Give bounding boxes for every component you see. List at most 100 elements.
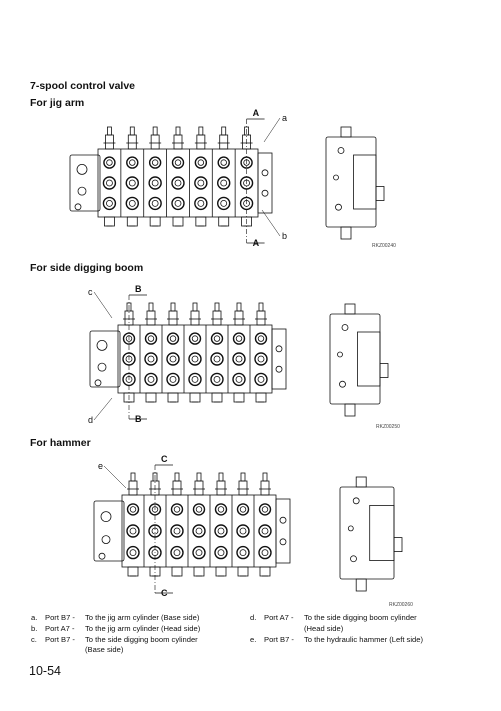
spool-port-inner xyxy=(235,355,243,363)
spool-port xyxy=(188,352,202,366)
inlet-port xyxy=(100,511,112,522)
spool-cap xyxy=(149,216,161,227)
spool-actuator xyxy=(219,134,229,150)
spool-port xyxy=(258,545,272,560)
spool-cap xyxy=(126,216,138,227)
spool-actuator xyxy=(234,310,244,326)
spool-actuator xyxy=(146,310,156,326)
spool-port-inner xyxy=(197,179,205,187)
spool-port xyxy=(102,176,117,190)
spool-cap xyxy=(233,392,245,403)
spool-port xyxy=(192,503,206,516)
spool-actuator xyxy=(238,480,248,496)
spool-port xyxy=(144,372,158,387)
callout-letter: c xyxy=(88,287,93,297)
outlet-port xyxy=(261,189,269,197)
spool-rod xyxy=(240,472,246,482)
spool-port-inner xyxy=(217,506,225,513)
spool-rod xyxy=(258,302,264,312)
spool-port-inner xyxy=(191,375,199,383)
spool-port xyxy=(122,332,136,345)
spool-cap xyxy=(255,392,267,403)
note-d-continued: (Head side) xyxy=(304,624,344,633)
spool-rod xyxy=(174,472,180,482)
side-actuator xyxy=(355,476,367,488)
spool-actuator xyxy=(105,134,114,150)
side-port xyxy=(337,351,343,358)
spool-port-inner xyxy=(129,506,137,513)
spool-port-inner xyxy=(197,159,205,166)
spool-rod xyxy=(262,472,268,482)
spool-port-inner xyxy=(197,199,205,207)
spool-cap xyxy=(127,566,139,577)
spool-port xyxy=(166,332,180,345)
spool-cap xyxy=(215,566,227,577)
inlet-port xyxy=(97,362,107,372)
page-title: 7-spool control valve xyxy=(30,80,136,92)
spool-port-inner xyxy=(151,159,159,166)
callout-leader xyxy=(103,465,127,489)
spool-port xyxy=(192,545,206,560)
section-letter-bottom: A xyxy=(253,238,260,248)
spool-port-inner xyxy=(220,179,228,187)
spool-actuator xyxy=(216,480,226,496)
spool-port xyxy=(236,503,250,516)
spool-actuator xyxy=(190,310,200,326)
spool-port-inner xyxy=(213,355,221,363)
spool-port-inner xyxy=(147,355,155,363)
spool-rod xyxy=(175,126,181,136)
spool-port xyxy=(166,352,180,366)
spool-port-inner xyxy=(261,549,269,556)
spool-port xyxy=(125,196,139,211)
spool-actuator xyxy=(168,310,178,326)
spool-port-inner xyxy=(195,527,203,535)
spool-port-inner xyxy=(173,549,181,556)
side-plate xyxy=(353,154,377,210)
spool-rod xyxy=(130,472,136,482)
spool-rod xyxy=(236,302,242,312)
outlet-port xyxy=(261,169,269,177)
spool-cap xyxy=(167,392,179,403)
spool-port xyxy=(103,156,116,169)
side-port xyxy=(337,147,345,154)
section-heading-jig-arm: For jig arm xyxy=(30,97,85,109)
spool-port xyxy=(144,332,158,345)
section-letter-top: A xyxy=(253,108,260,118)
callout-leader xyxy=(263,117,281,143)
spool-port xyxy=(102,196,117,211)
spool-port-inner xyxy=(261,506,269,513)
spool-port xyxy=(214,545,228,560)
spool-port xyxy=(192,524,206,538)
inlet-port xyxy=(98,552,106,560)
spool-port xyxy=(188,332,202,345)
side-fitting xyxy=(379,363,389,378)
spool-port xyxy=(126,503,140,516)
spool-port xyxy=(217,156,230,169)
spool-port xyxy=(194,196,208,211)
spool-port-inner xyxy=(195,549,203,556)
spool-port-inner xyxy=(106,199,113,207)
figure-code-hammer: RKZ00260 xyxy=(389,602,413,608)
note-b: b.Port A7 -To the jig arm cylinder (Head… xyxy=(31,624,201,633)
spool-port xyxy=(125,176,139,190)
spool-rod xyxy=(152,126,158,136)
spool-port xyxy=(217,176,231,190)
spool-port xyxy=(240,156,253,169)
spool-port-inner xyxy=(213,335,221,342)
spool-port xyxy=(144,352,158,366)
spool-port-inner xyxy=(239,506,247,513)
spool-cap xyxy=(171,566,183,577)
spool-port xyxy=(214,524,228,538)
callout-leader xyxy=(261,209,281,237)
spool-port xyxy=(254,372,268,387)
spool-port xyxy=(232,352,246,366)
spool-port-inner xyxy=(169,375,177,383)
spool-port xyxy=(148,156,162,169)
section-letter-top: B xyxy=(135,284,142,294)
spool-port xyxy=(194,156,208,169)
spool-port-inner xyxy=(169,335,177,342)
outlet-block xyxy=(275,498,291,564)
